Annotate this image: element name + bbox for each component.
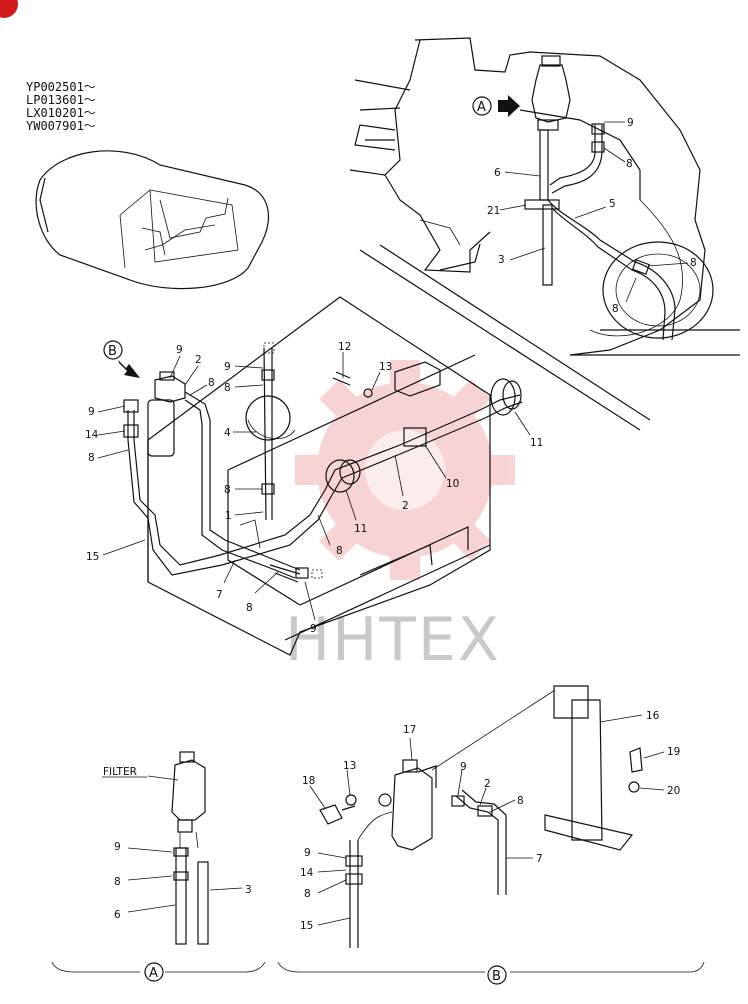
- svg-text:16: 16: [646, 710, 660, 722]
- svg-text:8: 8: [336, 545, 343, 557]
- svg-text:20: 20: [667, 785, 680, 797]
- svg-text:8: 8: [246, 602, 253, 614]
- corner-mark: [0, 0, 18, 18]
- arrow-down-right-icon: [118, 360, 140, 378]
- svg-text:13: 13: [379, 361, 392, 373]
- svg-text:2: 2: [402, 500, 409, 512]
- serial-4: YW007901～: [26, 119, 96, 133]
- svg-text:9: 9: [224, 361, 231, 373]
- tank-assembly-illustration: [147, 296, 491, 656]
- svg-text:B: B: [492, 969, 501, 984]
- detail-a-illustration: FILTER 9 8 6 3 A: [51, 751, 266, 982]
- serial-3: LX010201～: [26, 106, 96, 120]
- svg-text:7: 7: [216, 589, 223, 601]
- filter-label: FILTER: [103, 766, 137, 778]
- svg-text:8: 8: [690, 257, 697, 269]
- top-callouts: 9 8 6 5 21 3 8 8: [487, 117, 697, 315]
- filter-b-illustration: [123, 342, 523, 583]
- svg-text:8: 8: [114, 876, 121, 888]
- view-a-marker: A: [472, 95, 520, 117]
- svg-text:9: 9: [310, 623, 317, 635]
- svg-text:A: A: [477, 100, 486, 115]
- svg-text:1: 1: [225, 510, 232, 522]
- detail-b-illustration: 17 18 13 9 2 8 7 9 14 8 15 16 19 20 B: [277, 685, 705, 985]
- svg-text:9: 9: [304, 847, 311, 859]
- svg-text:8: 8: [88, 452, 95, 464]
- svg-text:17: 17: [403, 724, 416, 736]
- svg-text:14: 14: [85, 429, 99, 441]
- svg-text:2: 2: [195, 354, 202, 366]
- top-filter-hose-illustration: [524, 55, 676, 341]
- svg-text:15: 15: [300, 920, 313, 932]
- svg-text:11: 11: [354, 523, 367, 535]
- svg-text:8: 8: [224, 382, 231, 394]
- view-b-marker: B: [103, 340, 140, 378]
- svg-text:18: 18: [302, 775, 315, 787]
- svg-text:6: 6: [114, 909, 121, 921]
- serial-2: LP013601～: [26, 93, 96, 107]
- svg-text:B: B: [108, 344, 117, 359]
- svg-text:8: 8: [304, 888, 311, 900]
- svg-text:6: 6: [494, 167, 501, 179]
- engine-assembly-illustration: [349, 37, 740, 431]
- svg-text:13: 13: [343, 760, 356, 772]
- svg-text:21: 21: [487, 205, 500, 217]
- svg-text:14: 14: [300, 867, 314, 879]
- svg-text:5: 5: [609, 198, 616, 210]
- middle-callouts: 9 2 8 9 14 8 15 9 8 4 8 1 7 8 9 8 12 13: [85, 341, 543, 635]
- svg-text:8: 8: [626, 158, 633, 170]
- svg-text:9: 9: [176, 344, 183, 356]
- svg-text:3: 3: [498, 254, 505, 266]
- svg-text:A: A: [149, 966, 158, 981]
- svg-text:9: 9: [114, 841, 121, 853]
- svg-text:7: 7: [536, 853, 543, 865]
- svg-text:8: 8: [208, 377, 215, 389]
- svg-text:12: 12: [338, 341, 351, 353]
- svg-text:15: 15: [86, 551, 99, 563]
- serial-1: YP002501～: [26, 80, 96, 94]
- watermark-text: HHTEX: [285, 605, 501, 675]
- svg-text:2: 2: [484, 778, 491, 790]
- svg-text:10: 10: [446, 478, 459, 490]
- machine-overview-illustration: [35, 150, 270, 290]
- svg-text:4: 4: [224, 427, 231, 439]
- svg-text:3: 3: [245, 884, 252, 896]
- svg-text:8: 8: [612, 303, 619, 315]
- watermark-gear-icon: [295, 360, 515, 580]
- svg-text:8: 8: [517, 795, 524, 807]
- svg-text:9: 9: [627, 117, 634, 129]
- svg-text:9: 9: [460, 761, 467, 773]
- svg-text:9: 9: [88, 406, 95, 418]
- svg-text:19: 19: [667, 746, 680, 758]
- serial-list: YP002501～ LP013601～ LX010201～ YW007901～: [26, 80, 96, 133]
- svg-text:8: 8: [224, 484, 231, 496]
- svg-text:11: 11: [530, 437, 543, 449]
- arrow-right-icon: [498, 95, 520, 117]
